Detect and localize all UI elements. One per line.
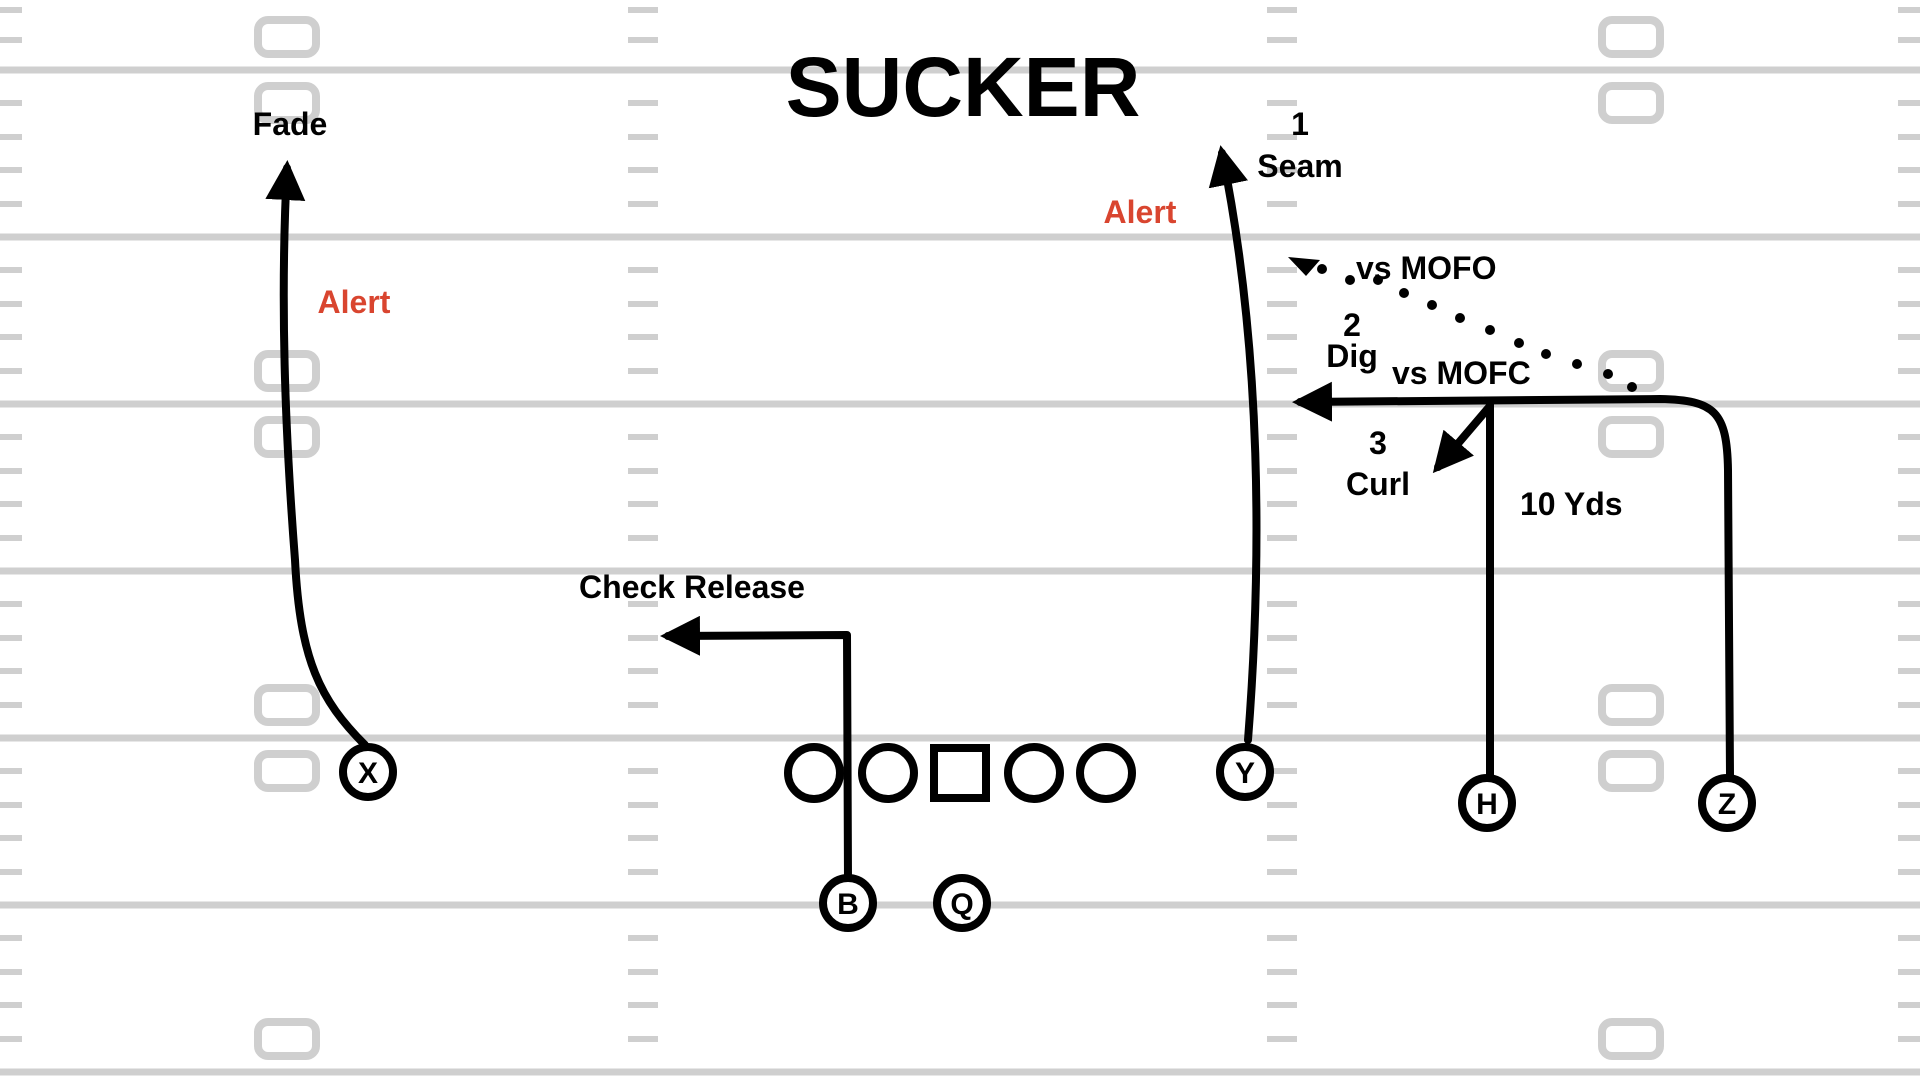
curl-number-label: 3 [1369, 425, 1387, 461]
b-check-release-route [660, 615, 852, 884]
player-z-marker [1698, 774, 1756, 832]
player-h-label: H [1476, 788, 1498, 821]
right-guard [1004, 743, 1064, 803]
center [930, 744, 990, 802]
hash-marks [0, 7, 1920, 1042]
x-route-label: Fade [252, 106, 328, 142]
player-q-marker [933, 874, 991, 932]
left-tackle [784, 743, 844, 803]
player-y-label: Y [1235, 757, 1255, 790]
player-y-marker [1216, 743, 1274, 801]
y-alert-label: Alert [1103, 194, 1177, 230]
offensive-line [784, 743, 1136, 803]
dig-route-label: Dig [1326, 338, 1378, 374]
player-x-label: X [358, 757, 378, 790]
y-route-label: Seam [1257, 148, 1343, 184]
player-q-label: Q [950, 888, 973, 921]
dig-number-label: 2 [1343, 307, 1361, 343]
player-b-label: B [837, 888, 859, 921]
right-tackle [1076, 743, 1136, 803]
h-curl-route [1432, 402, 1494, 474]
mofo-option-route [1288, 257, 1637, 392]
mofc-option-label: vs MOFC [1392, 355, 1531, 391]
y-number-label: 1 [1291, 106, 1309, 142]
z-dig-route [1292, 381, 1734, 779]
left-guard [858, 743, 918, 803]
b-route-label: Check Release [579, 569, 805, 605]
player-h-marker [1458, 774, 1516, 832]
x-fade-route [265, 160, 369, 749]
mofo-arrowhead [1288, 257, 1320, 276]
player-z-label: Z [1718, 788, 1736, 821]
play-title: SUCKER [785, 40, 1141, 134]
x-alert-label: Alert [317, 284, 391, 320]
mofo-option-label: vs MOFO [1356, 250, 1497, 286]
player-x-marker [339, 743, 397, 801]
player-b-marker [819, 874, 877, 932]
curl-route-label: Curl [1346, 466, 1410, 502]
depth-label: 10 Yds [1520, 486, 1623, 522]
y-seam-route [1208, 145, 1261, 744]
